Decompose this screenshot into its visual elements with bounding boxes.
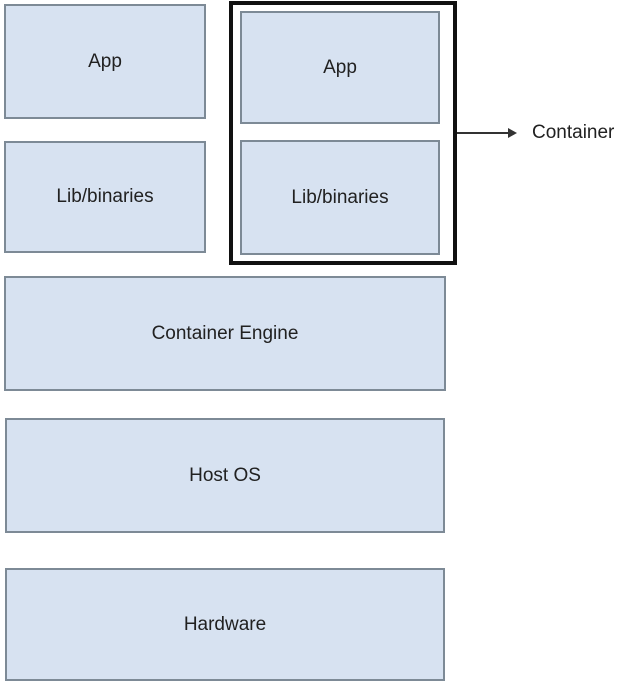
host-os-layer-box: Host OS bbox=[5, 418, 445, 533]
hardware-layer-box: Hardware bbox=[5, 568, 445, 681]
arrow-line bbox=[457, 132, 509, 134]
container-callout-label: Container bbox=[532, 122, 615, 143]
host-lib-binaries-box: Lib/binaries bbox=[4, 141, 206, 253]
hardware-label: Hardware bbox=[183, 613, 267, 635]
host-app-label: App bbox=[88, 50, 122, 72]
host-os-label: Host OS bbox=[189, 464, 261, 486]
container-lib-binaries-box: Lib/binaries bbox=[240, 140, 440, 255]
container-outline: App Lib/binaries bbox=[229, 1, 457, 265]
host-lib-binaries-label: Lib/binaries bbox=[56, 186, 154, 207]
container-engine-label: Container Engine bbox=[151, 322, 299, 344]
container-lib-binaries-label: Lib/binaries bbox=[291, 186, 389, 208]
container-engine-layer-box: Container Engine bbox=[4, 276, 446, 391]
arrowhead-right-icon bbox=[508, 128, 517, 138]
host-app-box: App bbox=[4, 4, 206, 119]
container-app-label: App bbox=[323, 56, 357, 78]
container-app-box: App bbox=[240, 11, 440, 124]
